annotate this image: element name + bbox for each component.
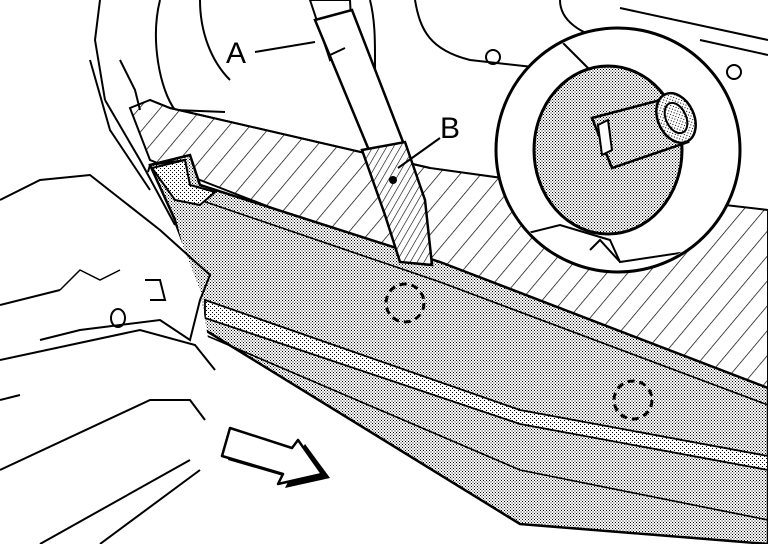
- tool-tip-wrap: [360, 140, 434, 267]
- callout-leaders: [254, 41, 441, 169]
- arrow-right-icon: [220, 426, 330, 488]
- trim-end-lip: [147, 159, 186, 173]
- trim-tool: [308, 0, 434, 267]
- sill-trim-lower-face: [204, 298, 768, 471]
- callout-label-b: B: [440, 112, 460, 145]
- clip-marker-1: [384, 282, 426, 324]
- sill-trim-bottom-crease: [204, 334, 768, 521]
- door-pillar: [0, 0, 216, 544]
- detail-lens: [494, 26, 742, 274]
- sill-trim-crease: [199, 199, 768, 406]
- hatched-body-edge: [149, 99, 431, 169]
- clip-marker-2: [612, 379, 654, 421]
- callout-label-a: A: [226, 37, 246, 70]
- door-hole: [110, 308, 126, 328]
